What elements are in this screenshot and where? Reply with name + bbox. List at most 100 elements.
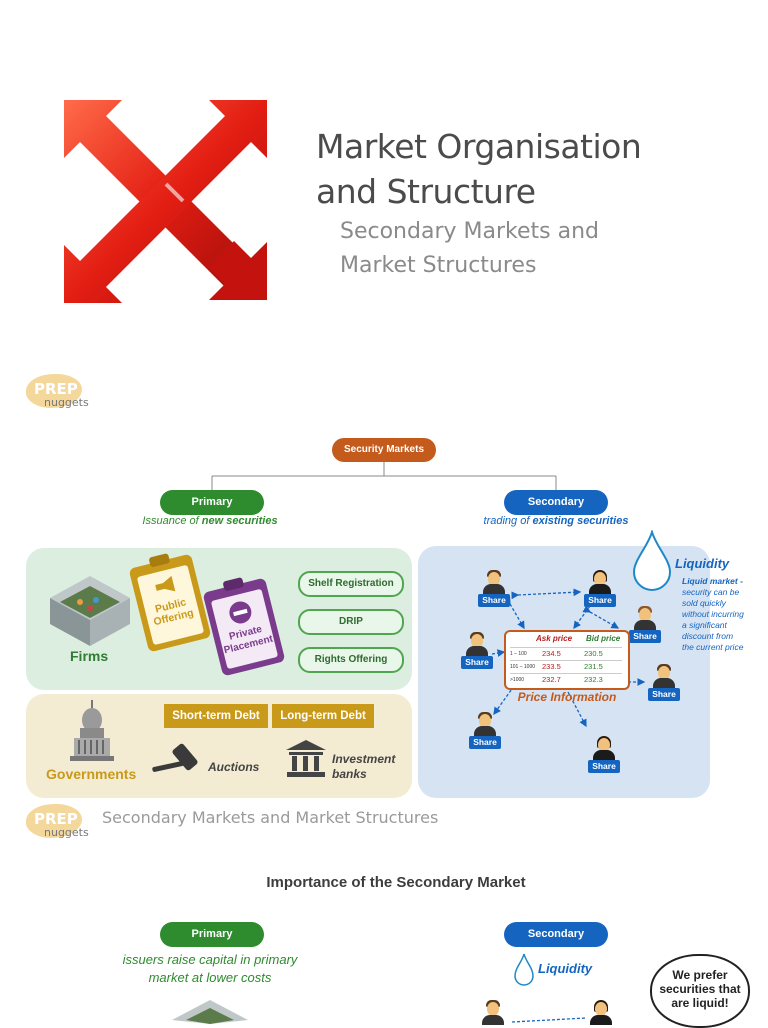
price-row-ask: 232.7 <box>542 675 561 684</box>
investment-banks-line-2: banks <box>332 767 367 781</box>
megaphone-icon <box>155 575 176 592</box>
price-row: 101 – 1000 233.5 231.5 <box>510 660 622 673</box>
liquid-market-line: discount from <box>682 631 734 641</box>
trader-6: Share <box>467 712 503 750</box>
short-term-debt-label: Short-term Debt <box>164 704 268 728</box>
secondary-note: trading of existing securities <box>456 515 656 527</box>
capitol-building-icon <box>70 700 114 761</box>
investment-banks-label: Investment banks <box>332 752 395 782</box>
speech-bubble-line-2: securities that <box>659 982 741 996</box>
share-badge: Share <box>469 736 501 749</box>
title-line-1: Market Organisation <box>316 127 642 166</box>
primary-note: Issuance of new securities <box>120 515 300 527</box>
price-row-qty: 101 – 1000 <box>510 664 536 670</box>
importance-heading: Importance of the Secondary Market <box>266 874 526 891</box>
water-drop-icon <box>632 530 672 591</box>
primary-node: Primary <box>160 490 264 515</box>
subtitle-line-2: Market Structures <box>340 253 537 278</box>
speech-bubble-line-3: are liquid! <box>671 996 729 1010</box>
rights-offering-option: Rights Offering <box>298 647 404 673</box>
share-badge: Share <box>648 688 680 701</box>
price-row: >1000 232.7 232.3 <box>510 673 622 686</box>
liquid-market-line: sold quickly <box>682 598 726 608</box>
title-line-2: and Structure <box>316 172 536 211</box>
bid-price-header: Bid price <box>586 634 621 643</box>
firms-label: Firms <box>70 648 109 664</box>
price-table: Ask price Bid price 1 – 100 234.5 230.5 … <box>504 630 630 690</box>
prep-nuggets-logo: PREP nuggets <box>24 374 89 418</box>
logo-prep-text: PREP <box>34 380 78 398</box>
primary-note-prefix: Issuance of <box>142 515 202 527</box>
auctions-label: Auctions <box>208 760 260 774</box>
public-offering-clipboard: Public Offering <box>128 553 212 653</box>
liquid-market-line: security can be <box>682 587 740 597</box>
share-badge: Share <box>629 630 661 643</box>
primary-note-bold: new securities <box>201 515 278 527</box>
liquid-market-definition: Liquid market - security can be sold qui… <box>682 576 768 653</box>
price-row-bid: 230.5 <box>584 649 603 658</box>
secondary-node: Secondary <box>504 490 608 515</box>
liquidity-label-2: Liquidity <box>538 961 593 976</box>
no-entry-icon <box>229 601 252 624</box>
secondary-node-2: Secondary <box>504 922 608 947</box>
trading-arrow <box>511 1017 587 1023</box>
logo-prep-text: PREP <box>34 810 78 828</box>
page-title: Market Organisation and Structure <box>316 124 642 214</box>
price-rows: 1 – 100 234.5 230.5 101 – 1000 233.5 231… <box>510 647 622 686</box>
long-term-debt-label: Long-term Debt <box>272 704 374 728</box>
subtitle-line-1: Secondary Markets and <box>340 219 599 244</box>
trader-7: Share <box>586 736 622 774</box>
primary-importance-line-1: issuers raise capital in primary <box>122 952 298 967</box>
price-information-caption: Price Information <box>517 690 617 704</box>
share-badge: Share <box>584 594 616 607</box>
price-row-bid: 231.5 <box>584 662 603 671</box>
trader-1: Share <box>476 570 512 608</box>
gavel-icon <box>152 743 198 772</box>
liquid-market-line: the current price <box>682 642 744 652</box>
primary-node-2: Primary <box>160 922 264 947</box>
share-badge: Share <box>461 656 493 669</box>
share-badge: Share <box>478 594 510 607</box>
drip-option: DRIP <box>298 609 404 635</box>
share-badge: Share <box>588 760 620 773</box>
price-row-qty: >1000 <box>510 677 525 683</box>
governments-label: Governments <box>46 766 137 782</box>
trader-5: Share <box>646 664 682 702</box>
logo-nuggets-text: nuggets <box>44 826 89 839</box>
primary-importance-note: issuers raise capital in primary market … <box>100 951 320 987</box>
liquidity-label: Liquidity <box>675 556 730 571</box>
office-building-icon <box>172 1000 248 1024</box>
ask-price-header: Ask price <box>536 634 573 643</box>
liquid-market-line: without incurring <box>682 609 744 619</box>
shelf-registration-option: Shelf Registration <box>298 571 404 597</box>
price-row-qty: 1 – 100 <box>510 651 527 657</box>
slide-caption: Secondary Markets and Market Structures <box>102 808 439 827</box>
trader-3: Share <box>627 606 663 644</box>
trader-9 <box>590 1000 612 1025</box>
price-row: 1 – 100 234.5 230.5 <box>510 647 622 660</box>
liquid-market-line: a significant <box>682 620 727 630</box>
primary-importance-line-2: market at lower costs <box>148 970 272 985</box>
page-subtitle: Secondary Markets and Market Structures <box>340 215 599 283</box>
bank-icon <box>286 740 326 777</box>
water-drop-icon <box>514 953 534 986</box>
logo-nuggets-text: nuggets <box>44 396 89 409</box>
private-placement-clipboard: Private Placement <box>202 577 286 677</box>
prep-nuggets-logo: PREP nuggets <box>24 804 89 848</box>
trader-8 <box>482 1000 504 1025</box>
secondary-note-prefix: trading of <box>483 515 533 527</box>
security-markets-node: Security Markets <box>332 438 436 462</box>
investment-banks-line-1: Investment <box>332 752 396 766</box>
trader-4: Share <box>459 632 495 670</box>
tree-connectors <box>211 462 557 490</box>
speech-bubble-line-1: We prefer <box>672 968 728 982</box>
price-row-ask: 233.5 <box>542 662 561 671</box>
speech-bubble: We prefer securities that are liquid! <box>650 954 750 1028</box>
expand-arrows-icon <box>64 100 267 303</box>
secondary-note-bold: existing securities <box>532 515 629 527</box>
price-row-bid: 232.3 <box>584 675 603 684</box>
trader-2: Share <box>582 570 618 608</box>
office-building-icon <box>50 576 130 646</box>
liquid-market-bold: Liquid market - <box>682 576 743 586</box>
price-row-ask: 234.5 <box>542 649 561 658</box>
